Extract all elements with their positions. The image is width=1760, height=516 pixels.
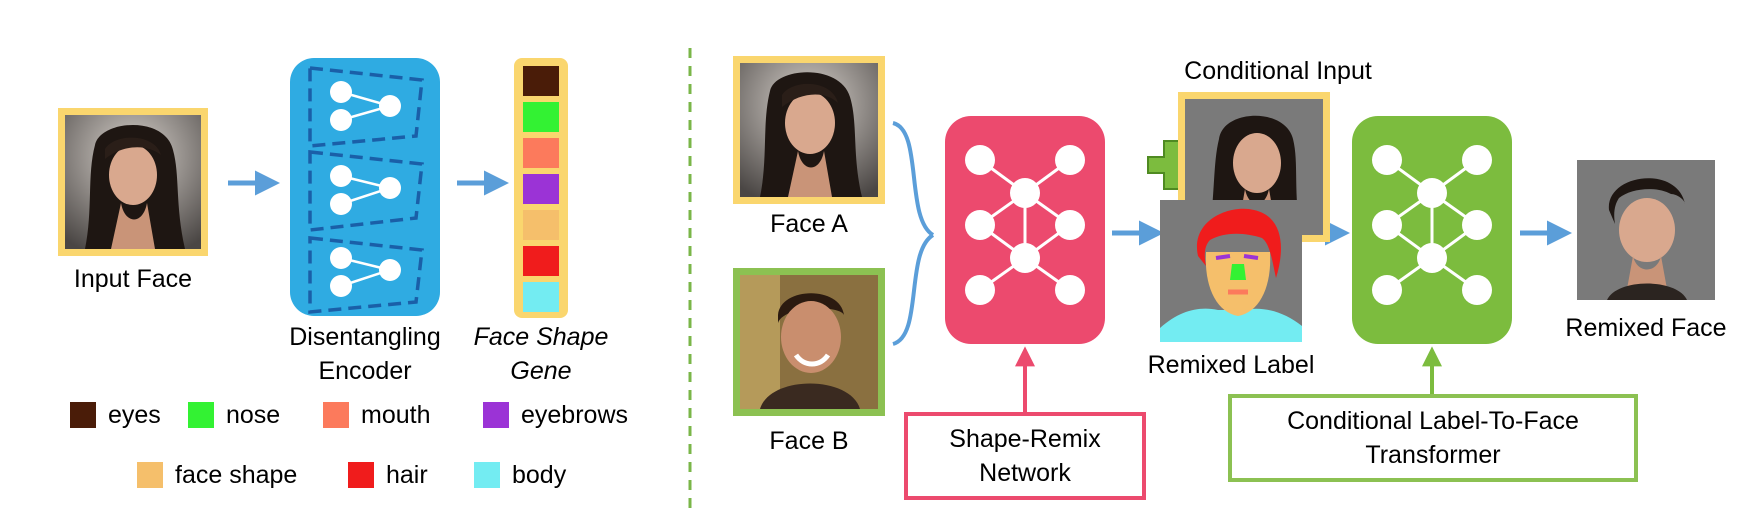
remixed-face-label: Remixed Face	[1565, 314, 1727, 342]
transformer-box: Conditional Label-To-Face Transformer	[1228, 394, 1638, 482]
shape-remix-line2: Network	[979, 459, 1071, 487]
legend-swatch	[483, 402, 509, 428]
face-b-image	[733, 268, 885, 416]
transformer-line1: Conditional Label-To-Face	[1287, 407, 1579, 435]
legend-swatch	[137, 462, 163, 488]
gene-label-line2: Gene	[510, 357, 572, 385]
brace-face-b	[892, 233, 935, 346]
legend-label: eyebrows	[521, 401, 628, 429]
face-b-label: Face B	[769, 427, 849, 455]
encoder-label-line1: Disentangling	[289, 323, 441, 351]
conditional-input-label: Conditional Input	[1184, 57, 1372, 85]
gene-label-line1: Face Shape	[473, 323, 609, 351]
face-a-label: Face A	[770, 210, 848, 238]
shape-remix-network-block	[945, 116, 1105, 344]
gene-cell	[523, 210, 559, 240]
gene-cell	[523, 246, 559, 276]
input-face-image	[58, 108, 208, 256]
remixed-label-image	[1160, 200, 1302, 342]
legend-swatch	[348, 462, 374, 488]
legend-swatch	[323, 402, 349, 428]
shape-remix-network-box: Shape-Remix Network	[904, 412, 1146, 500]
brace-face-a	[892, 121, 935, 237]
remixed-label-caption: Remixed Label	[1147, 351, 1315, 379]
legend-label: face shape	[175, 461, 298, 489]
gene-cell	[523, 138, 559, 168]
legend-label: hair	[386, 461, 428, 489]
legend-label: eyes	[108, 401, 161, 429]
gene-cell	[523, 174, 559, 204]
gene-cell	[523, 66, 559, 96]
transformer-line2: Transformer	[1365, 441, 1501, 469]
shape-remix-line1: Shape-Remix	[949, 425, 1101, 453]
legend-swatch	[474, 462, 500, 488]
input-face-label: Input Face	[73, 265, 193, 293]
gene-cell	[523, 102, 559, 132]
remixed-face-image	[1577, 160, 1715, 300]
legend-label: body	[512, 461, 567, 489]
disentangling-encoder	[290, 58, 440, 316]
legend-swatch	[188, 402, 214, 428]
gene-cell	[523, 282, 559, 312]
legend-swatch	[70, 402, 96, 428]
face-shape-gene	[514, 58, 568, 318]
label-to-face-transformer-block	[1352, 116, 1512, 344]
legend-label: mouth	[361, 401, 431, 429]
face-a-image	[733, 56, 885, 204]
encoder-label-line2: Encoder	[318, 357, 412, 385]
legend-label: nose	[226, 401, 281, 429]
